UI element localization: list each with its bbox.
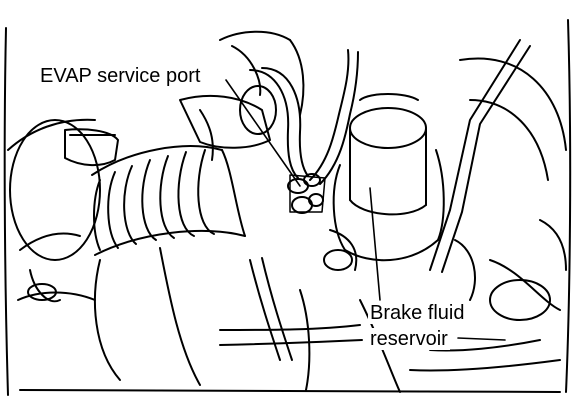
left-strut xyxy=(7,118,119,303)
evap-leader-line xyxy=(225,79,301,187)
evap-hose xyxy=(249,49,359,185)
reservoir-label: reservoir xyxy=(368,328,450,350)
evap-service-port-label: EVAP service port xyxy=(38,65,203,87)
brake-booster xyxy=(429,39,567,321)
brake-leader-line xyxy=(369,187,381,301)
reservoir-leader-line xyxy=(457,337,506,341)
lower-cables xyxy=(219,257,561,393)
intake-hose xyxy=(91,145,246,386)
throttle-body xyxy=(179,30,305,161)
evap-service-port-cap xyxy=(287,173,326,214)
leader-lines xyxy=(225,79,506,341)
frame-lines xyxy=(3,19,572,396)
brake-fluid-label: Brake fluid xyxy=(368,302,467,324)
brake-reservoir-body xyxy=(323,93,445,271)
